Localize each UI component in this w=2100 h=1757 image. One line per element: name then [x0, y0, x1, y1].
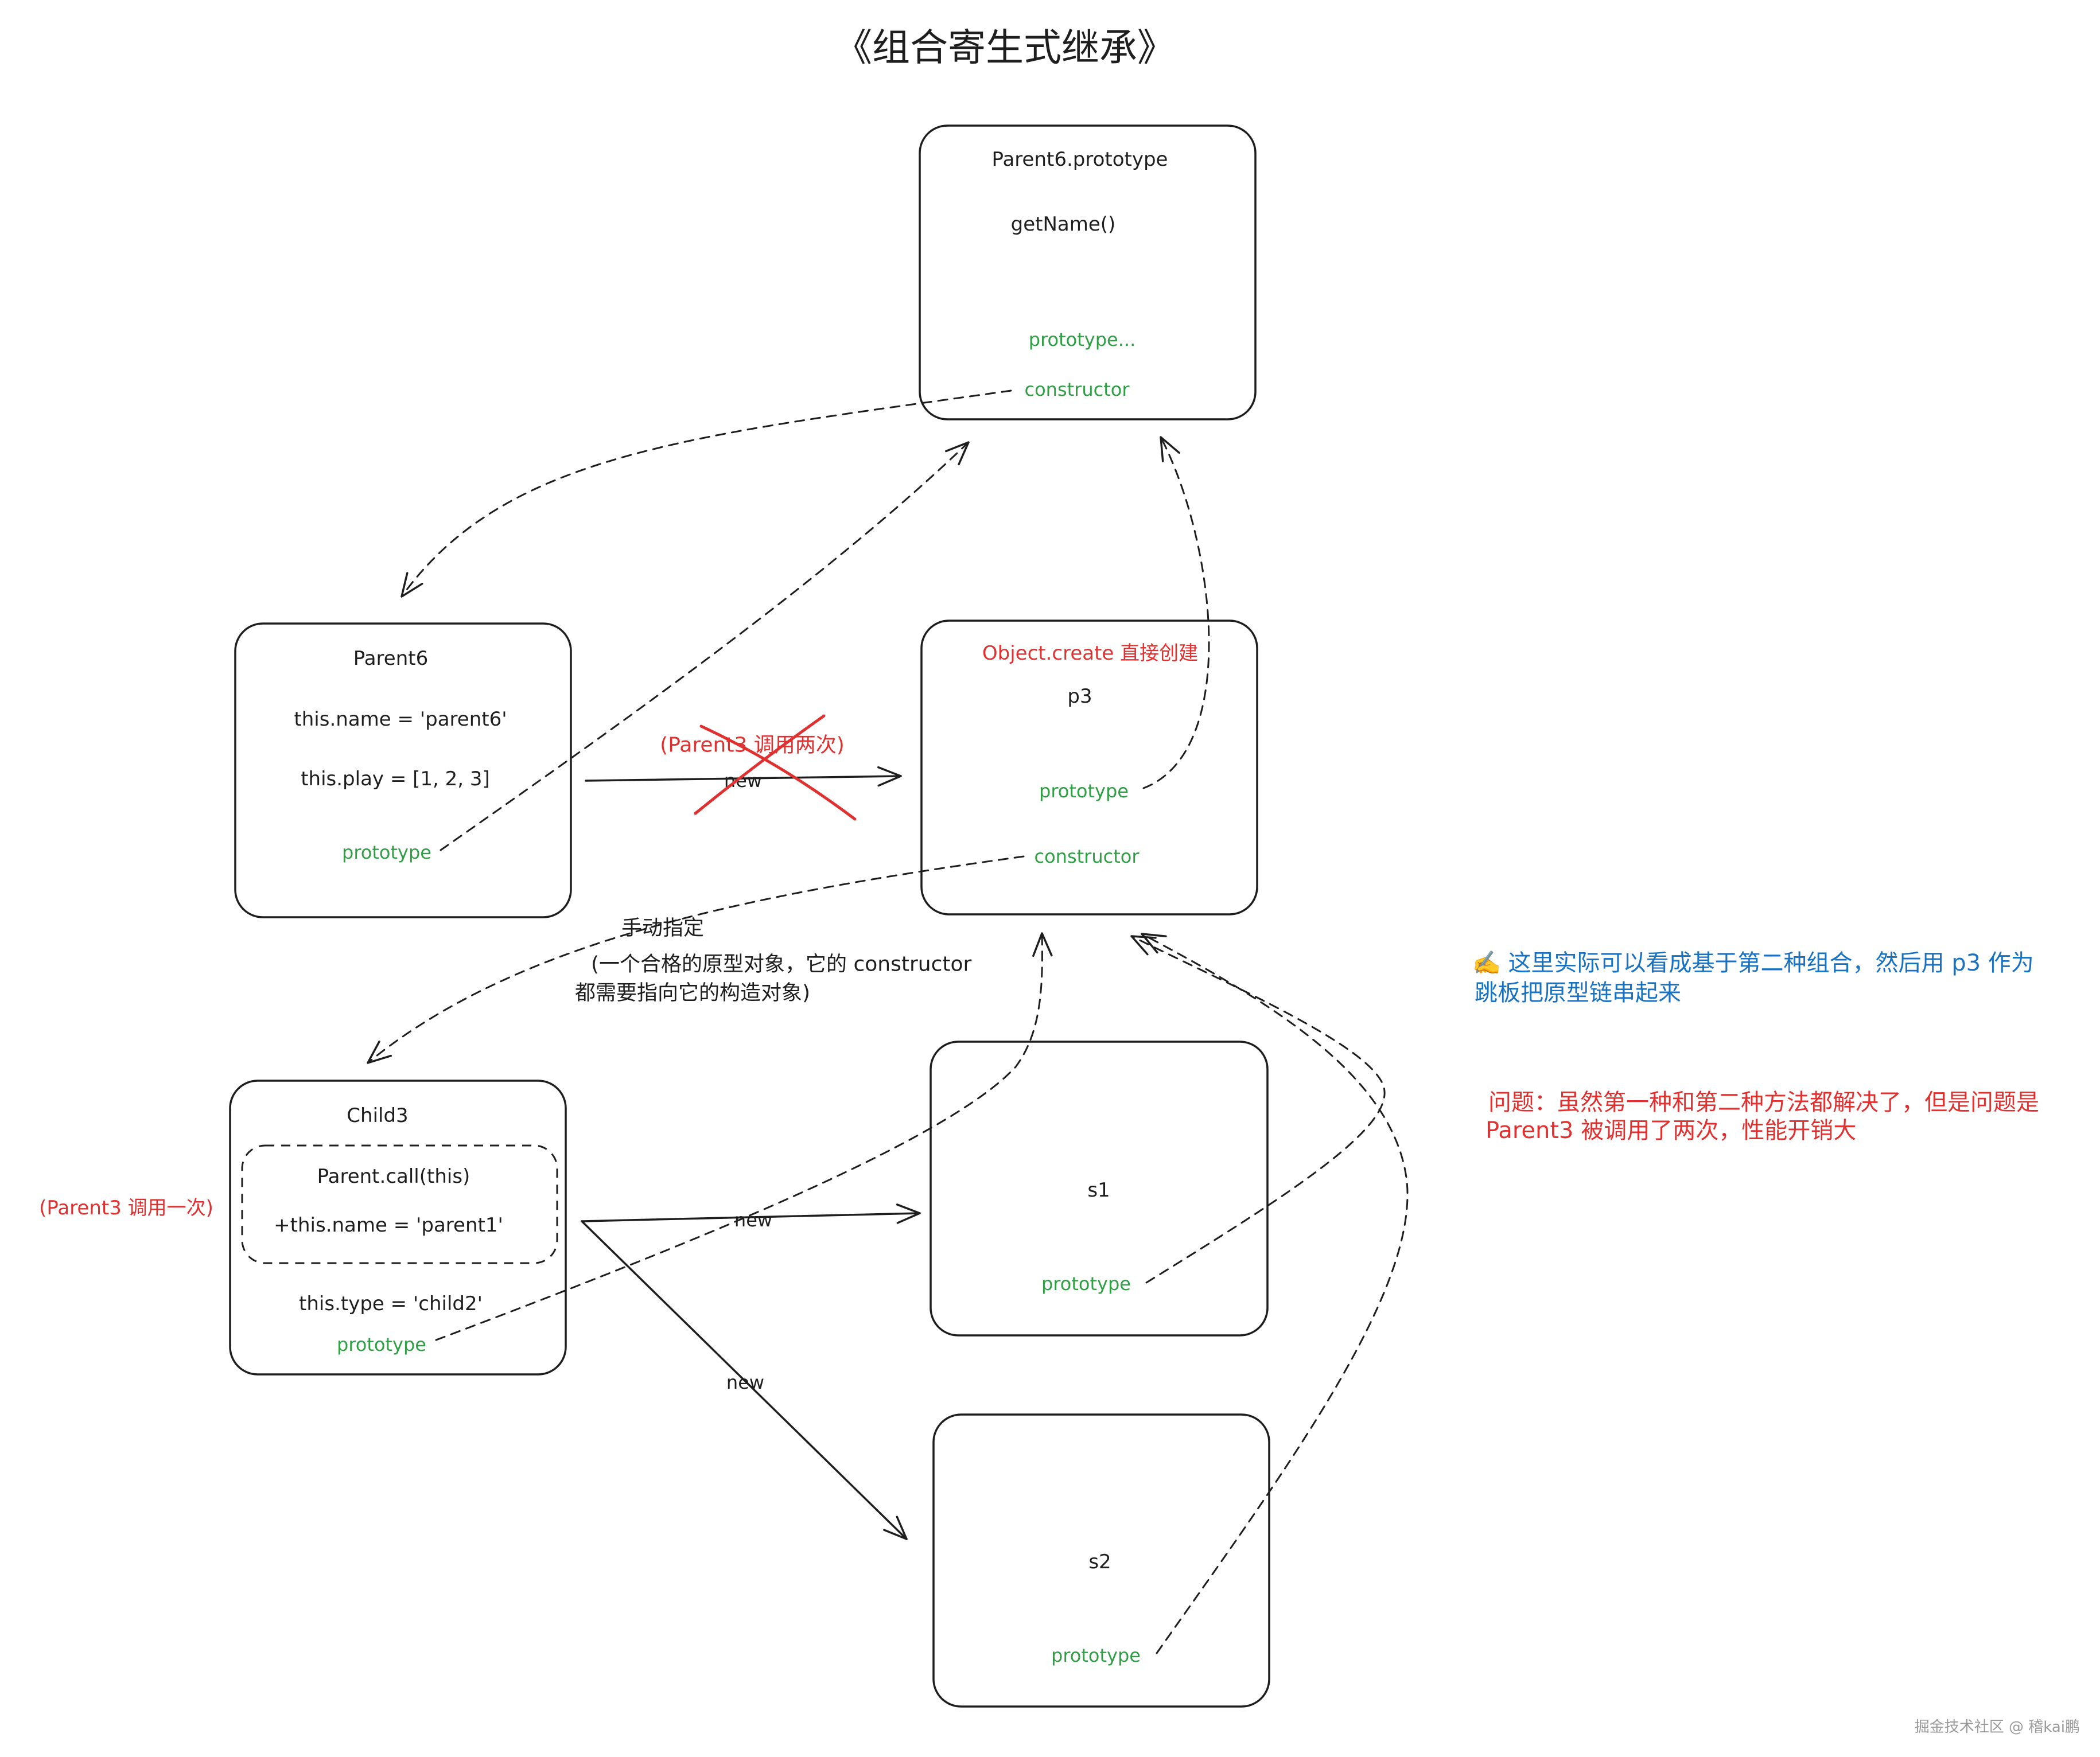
node-child3-box	[229, 1080, 567, 1376]
node-parent6-prototype-prototype-label: prototype...	[1029, 329, 1135, 350]
node-p3-box	[920, 620, 1258, 915]
node-parent6-name-line: this.name = 'parent6'	[294, 708, 507, 731]
annotation-child3-note: (Parent3 调用一次)	[39, 1197, 213, 1220]
node-p3: Object.create 直接创建 p3 prototype construc…	[920, 620, 1258, 915]
node-child3-prototype-label: prototype	[337, 1334, 426, 1355]
node-p3-title: p3	[1067, 685, 1092, 708]
red-cross-stroke-1	[694, 714, 826, 815]
red-cross-stroke-2	[699, 724, 857, 821]
node-parent6-prototype-constructor-label: constructor	[1025, 379, 1130, 400]
annotation-manual-line2: 都需要指向它的构造对象)	[575, 981, 810, 1005]
node-parent6-box	[234, 622, 572, 918]
node-parent6: Parent6 this.name = 'parent6' this.play …	[234, 622, 572, 918]
node-s1-prototype-label: prototype	[1041, 1273, 1131, 1295]
node-parent6-prototype-label: prototype	[342, 842, 431, 863]
node-child3-call-line: Parent.call(this)	[317, 1165, 470, 1188]
watermark: 掘金技术社区 @ 稽kai鹏	[1915, 1719, 2080, 1736]
node-child3-name-line: +this.name = 'parent1'	[274, 1214, 503, 1237]
arrow-parent6-to-p3	[585, 766, 902, 787]
node-child3-inner-dashed-box	[241, 1144, 558, 1264]
node-p3-constructor-label: constructor	[1035, 846, 1140, 867]
annotation-problem-line2: Parent3 被调用了两次，性能开销大	[1485, 1117, 1856, 1144]
node-s2: s2 prototype	[932, 1413, 1270, 1708]
arrow-child3-to-s2-label: new	[726, 1372, 764, 1393]
annotation-manual-title: 手动指定	[621, 917, 704, 940]
annotation-explanation-line2: 跳板把原型链串起来	[1475, 980, 1681, 1006]
node-p3-prototype-label: prototype	[1039, 780, 1129, 802]
node-s1-title: s1	[1087, 1179, 1110, 1202]
node-parent6-play-line: this.play = [1, 2, 3]	[301, 768, 490, 790]
dashed-arrow-prototype-constructor-to-parent6	[400, 389, 1012, 598]
node-parent6-prototype-box	[919, 124, 1257, 420]
node-s2-title: s2	[1088, 1550, 1111, 1573]
node-parent6-prototype: Parent6.prototype getName() prototype...…	[919, 124, 1257, 420]
node-p3-note: Object.create 直接创建	[982, 642, 1198, 665]
node-child3: Child3 Parent.call(this) +this.name = 'p…	[229, 1080, 567, 1376]
node-child3-type-line: this.type = 'child2'	[299, 1292, 483, 1315]
annotation-manual-line1: (一个合格的原型对象，它的 constructor	[591, 953, 972, 976]
node-parent6-prototype-method: getName()	[1011, 213, 1116, 236]
node-child3-title: Child3	[347, 1104, 408, 1127]
dashed-arrow-parent6-prototype-to-parent6-prototype-object	[440, 441, 970, 851]
node-parent6-prototype-title: Parent6.prototype	[992, 148, 1168, 171]
annotation-explanation-line1: ✍️ 这里实际可以看成基于第二种组合，然后用 p3 作为	[1472, 950, 2034, 976]
dashed-arrow-child3-prototype-to-p3	[435, 932, 1053, 1341]
node-s1: s1 prototype	[930, 1041, 1269, 1337]
dashed-arrow-s1-prototype-to-p3	[1130, 935, 1386, 1284]
node-s1-box	[930, 1041, 1269, 1337]
arrow-parent6-to-p3-label: new	[724, 770, 762, 792]
node-s2-prototype-label: prototype	[1051, 1645, 1141, 1666]
arrow-child3-to-s2	[581, 1220, 908, 1540]
dashed-arrow-s2-prototype-to-p3	[1141, 933, 1409, 1654]
diagram-title: 《组合寄生式继承》	[834, 26, 1175, 70]
dashed-arrow-p3-prototype-to-parent6-prototype-object	[1142, 436, 1210, 789]
arrow-child3-to-s1	[581, 1203, 921, 1224]
node-parent6-title: Parent6	[353, 647, 428, 670]
annotation-problem-line1: 问题：虽然第一种和第二种方法都解决了，但是问题是	[1488, 1089, 2039, 1116]
node-s2-box	[932, 1413, 1270, 1708]
dashed-arrow-p3-constructor-to-child3	[367, 855, 1025, 1064]
